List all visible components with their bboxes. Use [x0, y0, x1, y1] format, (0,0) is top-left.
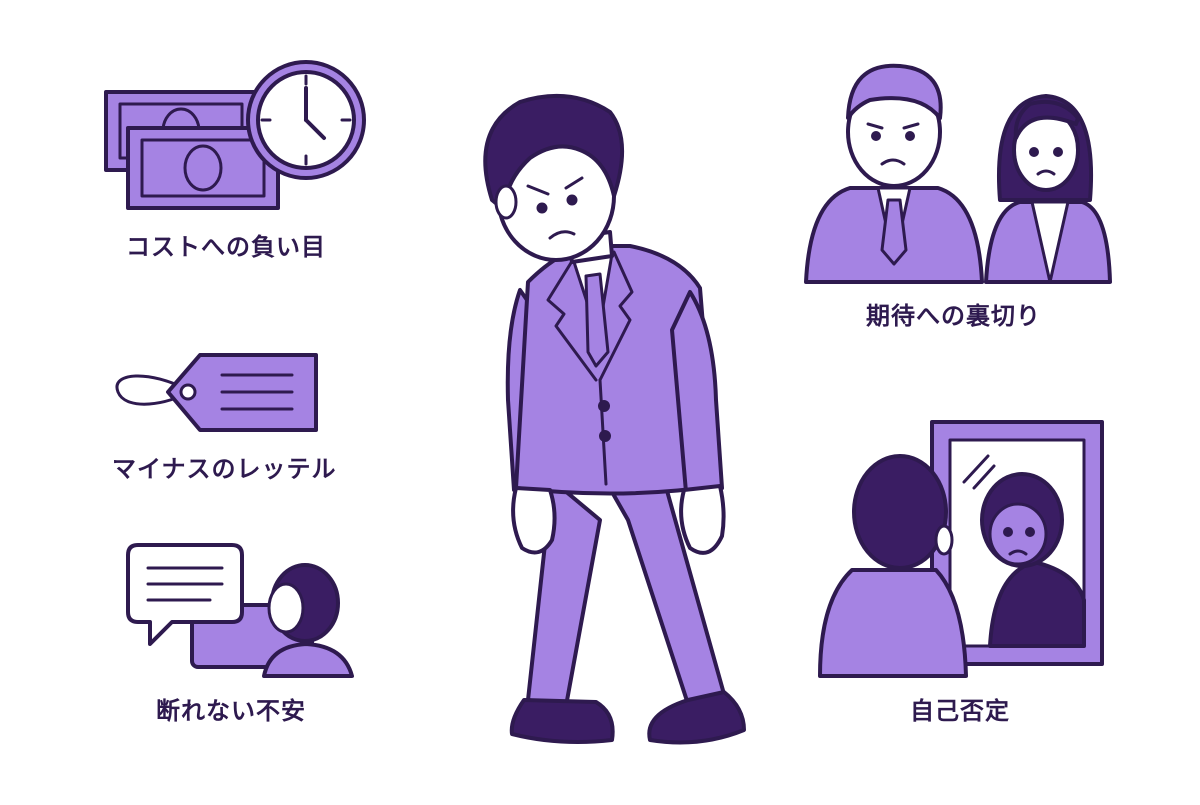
clock-icon: [246, 60, 366, 180]
mirror-reflection-icon: [818, 420, 1104, 678]
label-betrayed-expectation: 期待への裏切り: [866, 302, 1041, 330]
label-self-denial: 自己否定: [910, 697, 1010, 725]
listening-person-icon: [262, 563, 354, 678]
money-icon: [104, 90, 280, 210]
disappointed-parents-icon: [804, 63, 1112, 284]
dejected-businessman: [483, 93, 746, 745]
label-negative-label: マイナスのレッテル: [112, 455, 337, 483]
price-tag-icon: [115, 353, 318, 432]
label-cost-guilt: コストへの負い目: [126, 233, 326, 261]
label-anxiety: 断れない不安: [156, 697, 306, 725]
